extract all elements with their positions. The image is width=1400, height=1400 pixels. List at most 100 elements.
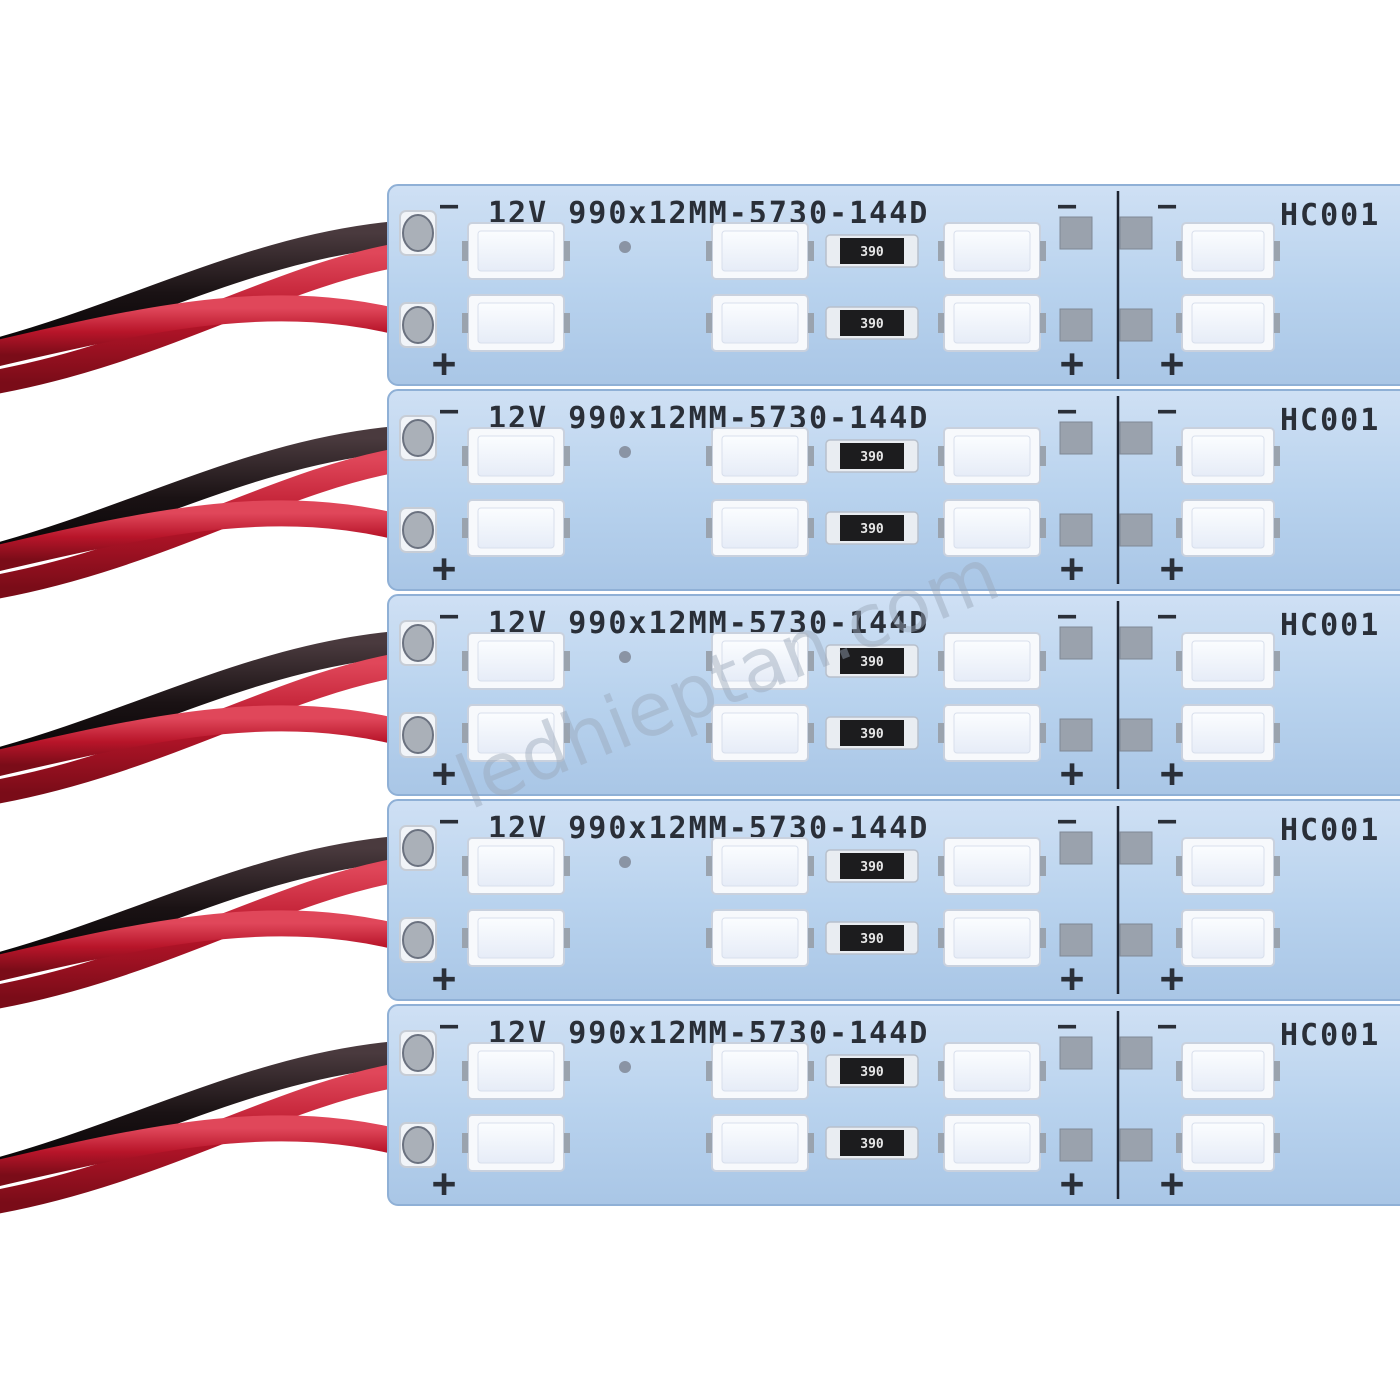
led-pad [808,651,814,671]
led-lens [1191,712,1265,754]
led-pad [564,1133,570,1153]
led-pad [564,313,570,333]
led-pad [1040,313,1046,333]
plus-mark: + [1160,751,1184,797]
minus-mark: — [440,188,459,223]
led-lens [953,712,1031,754]
test-pad [1059,626,1093,660]
resistor-code: 390 [860,245,884,260]
led-pad [1274,446,1280,466]
plus-mark: + [1160,1161,1184,1207]
resistor-code: 390 [860,932,884,947]
segment-label: HC001 [1280,198,1380,233]
plus-mark: + [432,1161,456,1207]
minus-mark: — [1058,393,1077,428]
led-pad [462,723,468,743]
led-pad [1176,928,1182,948]
led-pad [1274,856,1280,876]
led-pad [938,518,944,538]
led-pad [462,856,468,876]
led-lens [477,230,555,272]
led-pad [462,651,468,671]
led-pad [564,651,570,671]
led-lens [1191,1050,1265,1092]
led-lens [1191,230,1265,272]
test-pad [1059,923,1093,957]
led-lens [721,507,799,549]
minus-mark: — [1058,803,1077,838]
solder-joint [402,716,434,754]
resistor [840,515,904,541]
plus-mark: + [432,546,456,592]
led-pad [706,1133,712,1153]
led-lens [1191,640,1265,682]
led-pad [938,313,944,333]
led-lens [721,230,799,272]
led-pad [564,1061,570,1081]
resistor [840,238,904,264]
led-pad [938,241,944,261]
led-pad [706,723,712,743]
minus-mark: — [440,393,459,428]
test-pad [1059,421,1093,455]
led-pad [1176,1133,1182,1153]
led-lens [721,302,799,344]
led-pad [1040,723,1046,743]
led-pad [1176,446,1182,466]
led-lens [721,1050,799,1092]
plus-mark: + [1160,956,1184,1002]
led-pad [938,651,944,671]
led-lens [477,917,555,959]
led-lens [953,230,1031,272]
led-pad [1274,313,1280,333]
plus-mark: + [1060,546,1084,592]
solder-joint [402,829,434,867]
led-lens [721,1122,799,1164]
led-pad [706,518,712,538]
led-pad [1176,856,1182,876]
minus-mark: — [1158,803,1177,838]
via [619,856,631,868]
test-pad [1059,216,1093,250]
led-lens [953,507,1031,549]
minus-mark: — [1158,393,1177,428]
red-wire [0,910,423,982]
segment-label: HC001 [1280,403,1380,438]
minus-mark: — [1058,188,1077,223]
resistor [840,1130,904,1156]
resistor-code: 390 [860,317,884,332]
resistor-code: 390 [860,727,884,742]
test-pad [1119,216,1153,250]
test-pad [1059,718,1093,752]
led-lens [477,1122,555,1164]
solder-joint [402,624,434,662]
test-pad [1119,718,1153,752]
led-pad [808,446,814,466]
led-pad [808,856,814,876]
led-lens [953,435,1031,477]
test-pad [1119,626,1153,660]
resistor [840,720,904,746]
resistor [840,925,904,951]
led-pad [706,313,712,333]
led-lens [1191,917,1265,959]
test-pad [1119,923,1153,957]
led-pad [938,723,944,743]
led-pad [462,241,468,261]
segment-label: HC001 [1280,1018,1380,1053]
led-pad [706,928,712,948]
via [619,241,631,253]
segment-label: HC001 [1280,813,1380,848]
segment-label: HC001 [1280,608,1380,643]
led-pad [1274,1133,1280,1153]
led-pad [1040,446,1046,466]
test-pad [1059,308,1093,342]
led-pad [564,723,570,743]
led-pad [564,928,570,948]
plus-mark: + [432,341,456,387]
led-lens [477,712,555,754]
